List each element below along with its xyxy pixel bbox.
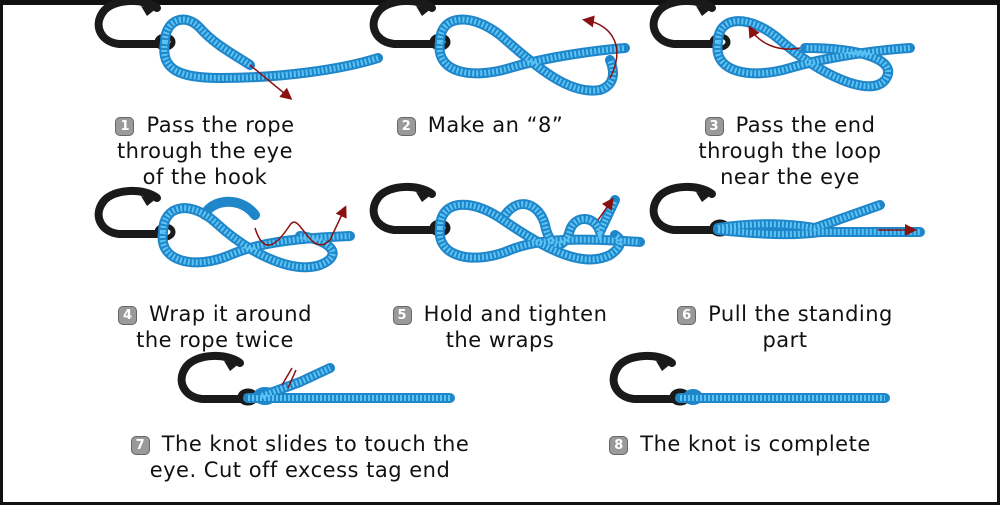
caption-line: Pull the standing: [708, 302, 893, 326]
rope: [160, 14, 255, 70]
rope: [434, 37, 630, 79]
caption-line: the wraps: [445, 328, 555, 352]
caption-line: part: [762, 328, 808, 352]
direction-arrow: [254, 205, 347, 246]
direction-arrow: [748, 25, 801, 50]
step-number-badge: 1: [115, 117, 135, 136]
caption-line: The knot is complete: [640, 432, 871, 456]
direction-arrow: [249, 64, 293, 100]
step-7-caption: 7 The knot slides to touch the eye. Cut o…: [105, 431, 495, 483]
rope-wrap: [500, 195, 620, 250]
direction-arrow: [582, 15, 618, 79]
caption-line: the rope twice: [136, 328, 294, 352]
caption-line: Wrap it around: [149, 302, 312, 326]
caption-line: eye. Cut off excess tag end: [149, 458, 451, 482]
rope: [435, 199, 625, 265]
caption-line: near the eye: [720, 165, 860, 189]
caption-line: through the eye: [116, 139, 294, 163]
step-7-illustration: [182, 356, 455, 405]
step-5-illustration: [374, 187, 645, 265]
scissors-icon: [281, 367, 297, 389]
step-number-badge: 2: [396, 117, 416, 136]
caption-line: Pass the end: [735, 113, 876, 137]
caption-line: The knot slides to touch the: [161, 432, 470, 456]
step-8-illustration: [614, 356, 890, 405]
caption-line: Hold and tighten: [423, 302, 608, 326]
step-8-caption: 8 The knot is complete: [580, 431, 900, 457]
step-2-caption: 2 Make an “8”: [380, 112, 580, 138]
step-1-caption: 1 Pass the rope through the eye of the ho…: [90, 112, 320, 190]
direction-arrow: [597, 197, 614, 221]
rope: [713, 225, 925, 240]
step-number-badge: 6: [677, 306, 697, 325]
step-number-badge: 5: [392, 306, 412, 325]
step-3-caption: 3 Pass the end through the loop near the …: [670, 112, 910, 190]
step-1-illustration: [99, 1, 383, 100]
step-6-illustration: [654, 187, 925, 240]
caption-line: Make an “8”: [427, 113, 564, 137]
caption-line: of the hook: [142, 165, 268, 189]
step-number-badge: 7: [130, 436, 150, 455]
rope: [159, 37, 383, 83]
caption-line: through the loop: [698, 139, 882, 163]
step-6-caption: 6 Pull the standing part: [655, 301, 915, 353]
step-2-illustration: [374, 1, 630, 96]
caption-line: Pass the rope: [146, 113, 295, 137]
step-4-illustration: [99, 191, 355, 273]
step-5-caption: 5 Hold and tighten the wraps: [370, 301, 630, 353]
step-3-illustration: [654, 1, 915, 92]
rope-wrap: [200, 196, 260, 220]
step-number-badge: 3: [704, 117, 724, 136]
step-number-badge: 4: [118, 306, 138, 325]
step-number-badge: 8: [609, 436, 629, 455]
step-4-caption: 4 Wrap it around the rope twice: [90, 301, 340, 353]
